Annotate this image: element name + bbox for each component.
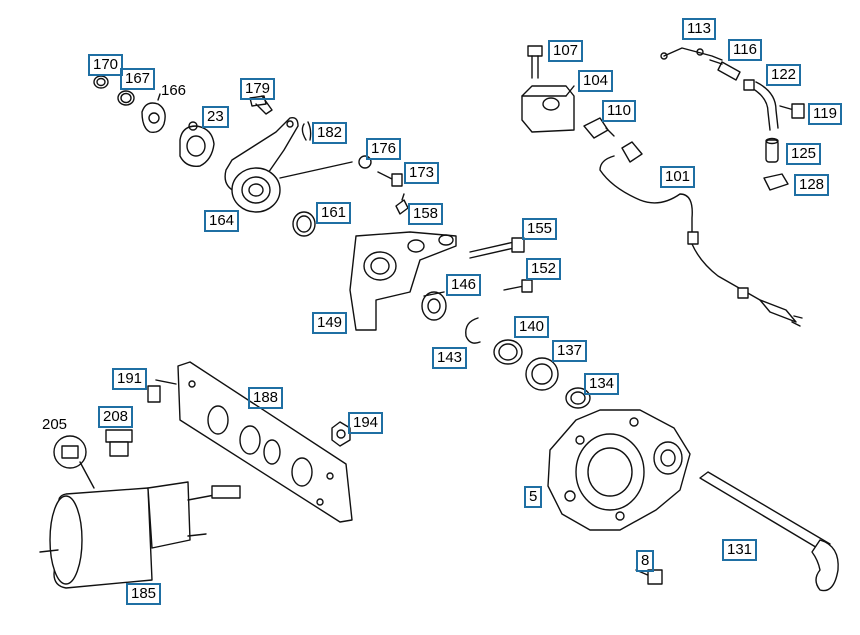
label-161[interactable]: 161: [316, 202, 352, 224]
part-110-clip: [583, 117, 615, 139]
part-143-snap-ring: [465, 317, 481, 344]
label-104[interactable]: 104: [578, 70, 614, 92]
part-131-shaft: [699, 471, 839, 592]
label-23[interactable]: 23: [202, 106, 229, 128]
part-170-ring: [93, 75, 109, 89]
part-128-cap: [763, 173, 789, 191]
part-140-seal: [493, 339, 523, 365]
part-125-sleeve: [765, 137, 779, 163]
label-101[interactable]: 101: [660, 166, 696, 188]
part-205-plug: [53, 435, 95, 489]
label-143[interactable]: 143: [432, 347, 468, 369]
label-205[interactable]: 205: [42, 416, 68, 433]
label-116[interactable]: 116: [728, 39, 762, 61]
part-149-bracket: [349, 231, 457, 331]
label-110[interactable]: 110: [602, 100, 636, 122]
part-8-bolt: [635, 569, 663, 585]
label-125[interactable]: 125: [786, 143, 822, 165]
label-152[interactable]: 152: [526, 258, 562, 280]
part-167-ring: [117, 90, 135, 106]
label-173[interactable]: 173: [404, 162, 440, 184]
part-119-bolt: [779, 103, 805, 119]
part-152-bolt: [503, 279, 533, 293]
part-158-nipple: [395, 193, 409, 215]
label-188[interactable]: 188: [248, 387, 284, 409]
label-176[interactable]: 176: [366, 138, 402, 160]
label-131[interactable]: 131: [722, 539, 758, 561]
label-122[interactable]: 122: [766, 64, 802, 86]
label-128[interactable]: 128: [794, 174, 830, 196]
part-161-ring: [292, 211, 316, 237]
label-134[interactable]: 134: [584, 373, 620, 395]
label-140[interactable]: 140: [514, 316, 550, 338]
label-113[interactable]: 113: [682, 18, 716, 40]
label-158[interactable]: 158: [408, 203, 444, 225]
part-188-plate: [177, 361, 353, 523]
part-104-block: [521, 85, 575, 133]
part-5-housing: [547, 409, 691, 531]
part-137-bushing: [525, 357, 559, 391]
label-170[interactable]: 170: [88, 54, 124, 76]
part-208-fitting: [105, 429, 133, 457]
part-173-bolt: [377, 171, 403, 187]
label-185[interactable]: 185: [126, 583, 162, 605]
label-179[interactable]: 179: [240, 78, 276, 100]
part-122-tube: [743, 79, 779, 131]
label-194[interactable]: 194: [348, 412, 384, 434]
part-176-ring: [358, 155, 372, 169]
part-185-brake-chamber: [39, 481, 241, 589]
label-146[interactable]: 146: [446, 274, 482, 296]
label-107[interactable]: 107: [548, 40, 584, 62]
label-167[interactable]: 167: [120, 68, 156, 90]
part-107-bolt: [527, 45, 543, 79]
part-194-nut: [331, 421, 351, 447]
part-113-bracket: [660, 47, 723, 61]
part-155-bolt: [469, 237, 525, 259]
part-146-bushing: [421, 291, 447, 321]
label-137[interactable]: 137: [552, 340, 588, 362]
part-182-clip: [301, 121, 312, 141]
label-155[interactable]: 155: [522, 218, 558, 240]
label-208[interactable]: 208: [98, 406, 134, 428]
label-166[interactable]: 166: [161, 82, 187, 99]
part-23-plate: [179, 121, 215, 167]
part-116-connector: [709, 59, 741, 81]
part-164-slack-adjuster: [224, 116, 353, 213]
label-5[interactable]: 5: [524, 486, 543, 508]
label-119[interactable]: 119: [808, 103, 842, 125]
part-166-washer: [141, 93, 166, 134]
label-164[interactable]: 164: [204, 210, 240, 232]
part-191-bolt: [147, 379, 177, 403]
label-8[interactable]: 8: [636, 550, 655, 572]
label-182[interactable]: 182: [312, 122, 348, 144]
part-101-wire: [599, 141, 803, 327]
label-149[interactable]: 149: [312, 312, 348, 334]
label-191[interactable]: 191: [112, 368, 148, 390]
